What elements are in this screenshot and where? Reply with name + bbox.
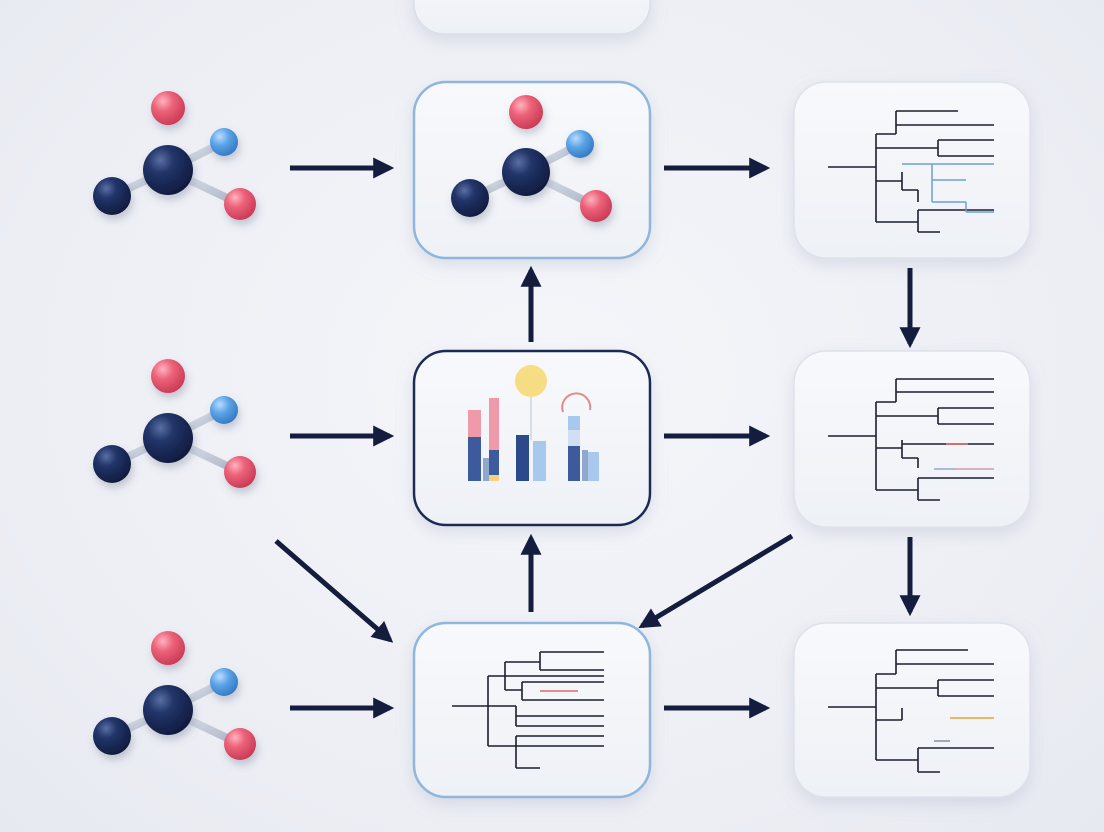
atom-navy-left <box>93 177 131 215</box>
molecule-1 <box>93 91 256 220</box>
arc-icon <box>561 392 592 413</box>
arrows <box>274 157 921 719</box>
card-tree-center <box>412 621 652 799</box>
card-tree-mid <box>793 350 1031 528</box>
card-tree-bottom <box>793 622 1031 798</box>
arrow-treemid-diag <box>638 533 794 629</box>
atom-pink-right <box>224 188 256 220</box>
card-tree-top <box>793 81 1031 259</box>
arrow-mol2-diag <box>274 539 394 643</box>
atom-pink-top <box>151 91 185 125</box>
card-top-partial <box>413 0 651 35</box>
molecule-2 <box>93 359 256 488</box>
sun-icon <box>515 365 547 397</box>
atom-navy-center <box>143 145 193 195</box>
atom-blue <box>210 128 238 156</box>
card-molecule <box>412 80 652 260</box>
card-bar-chart <box>412 349 652 527</box>
molecule-3 <box>93 631 256 760</box>
